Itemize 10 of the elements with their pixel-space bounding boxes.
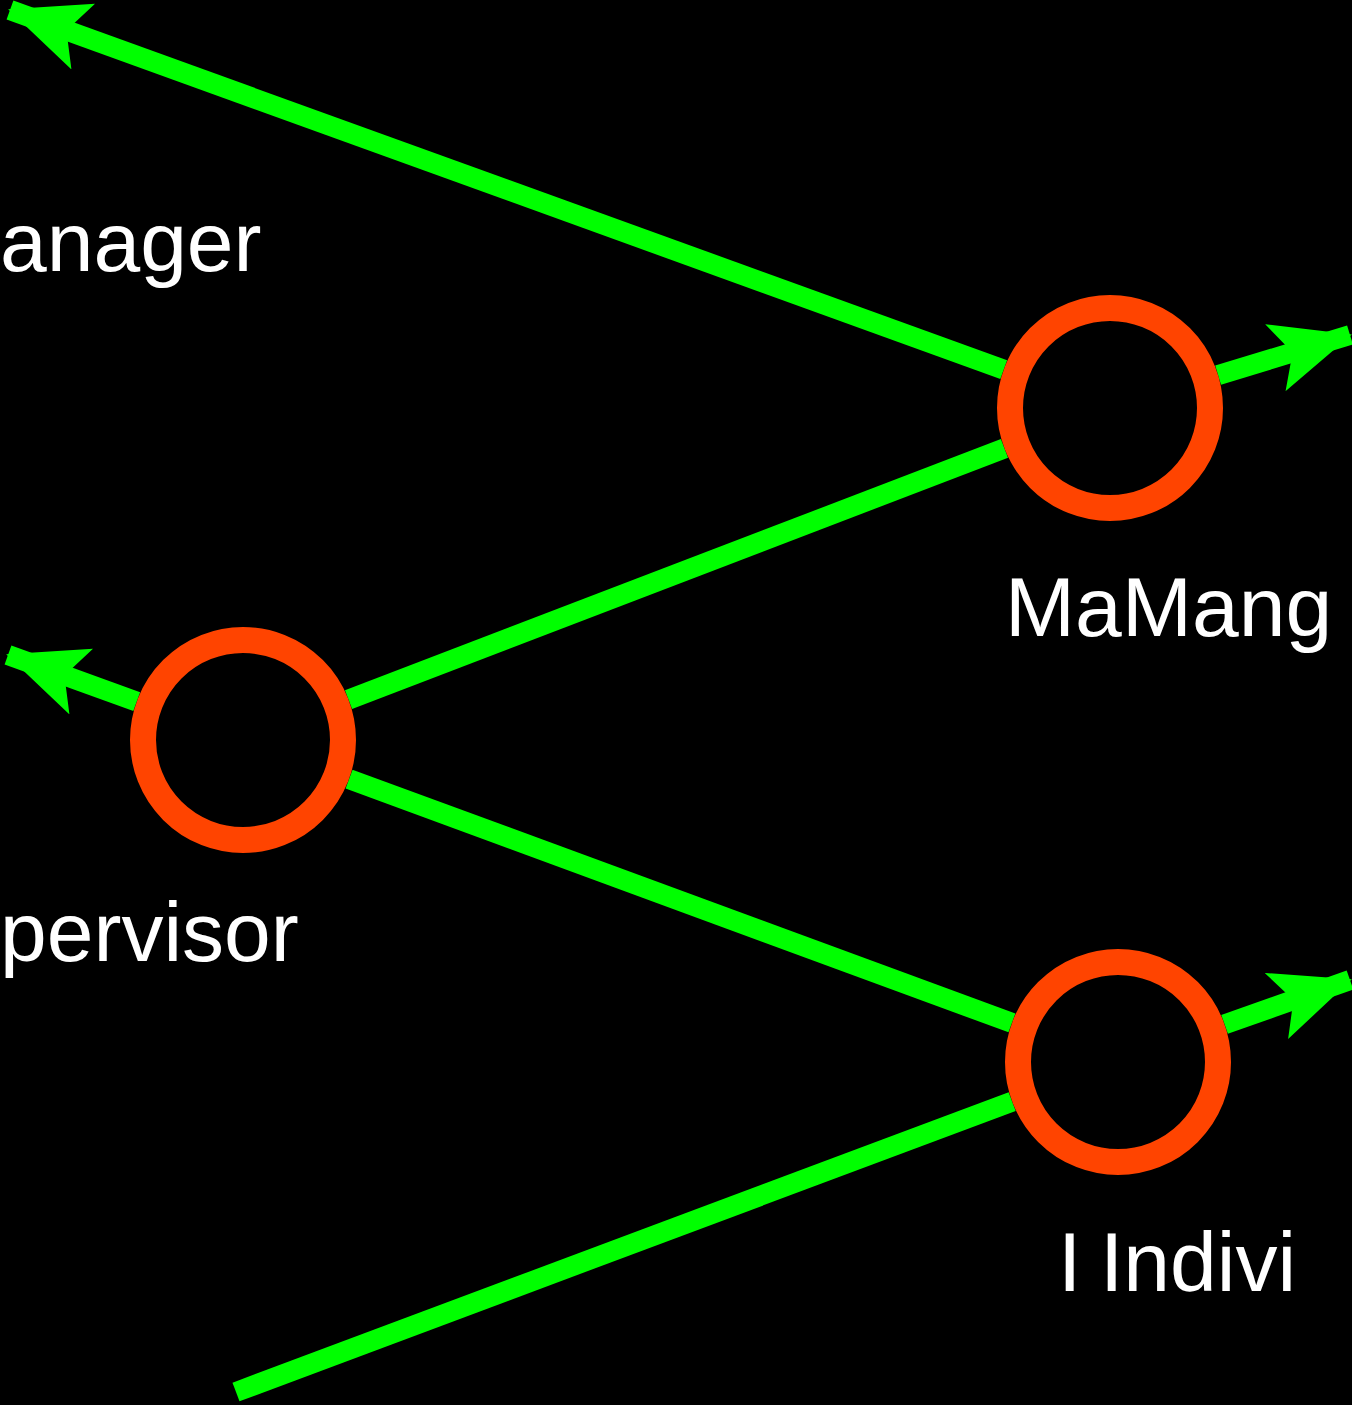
ring-node bbox=[130, 627, 356, 853]
ring-node bbox=[1005, 949, 1231, 1175]
node-caption: Indivi bbox=[1100, 1220, 1297, 1304]
node-caption: Ma bbox=[1005, 565, 1122, 649]
ring-node bbox=[997, 295, 1223, 521]
arrow bbox=[6, 0, 1008, 379]
node-caption: I bbox=[1058, 1220, 1082, 1304]
arrow bbox=[1221, 970, 1352, 1039]
arrow bbox=[4, 645, 141, 715]
arrow bbox=[1215, 324, 1352, 392]
